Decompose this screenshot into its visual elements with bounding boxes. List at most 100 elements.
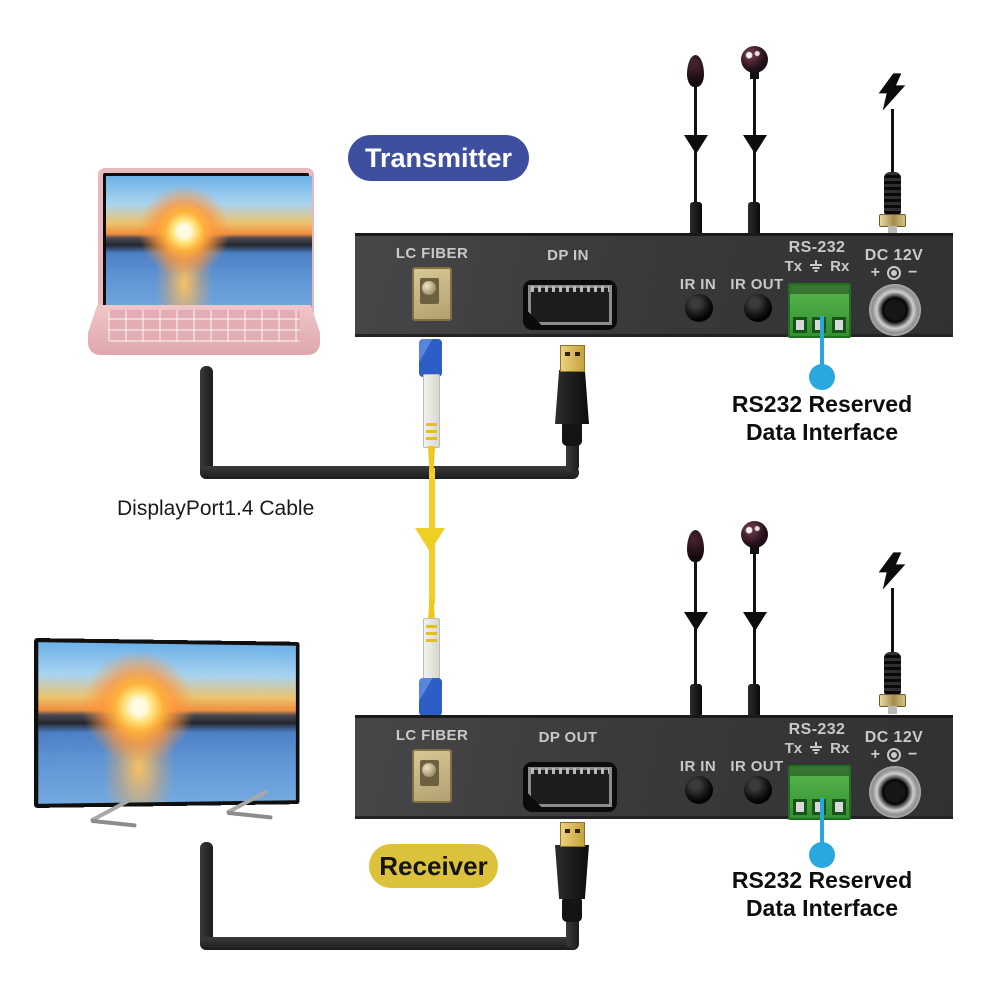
laptop-keyboard-deck bbox=[88, 305, 320, 355]
tx-label: Tx bbox=[784, 740, 803, 757]
lightning-icon bbox=[878, 552, 906, 590]
dc-plug-tip-bottom bbox=[888, 706, 897, 714]
ir-receiver-icon bbox=[741, 46, 768, 73]
ir-in-jack bbox=[685, 294, 713, 322]
dp-connector-tip-bottom bbox=[560, 822, 585, 847]
laptop-keyboard bbox=[108, 310, 300, 342]
rx-label: Rx bbox=[830, 740, 850, 757]
callout-line1: RS232 Reserved bbox=[731, 391, 913, 417]
ir-emitter-plug-top bbox=[690, 202, 702, 234]
dc-12v-label: DC 12V bbox=[864, 729, 924, 746]
ir-out-label: IR OUT bbox=[730, 276, 784, 293]
dc-12v-jack bbox=[869, 766, 921, 818]
dc-plug-tip-top bbox=[888, 226, 897, 234]
rx-label: Rx bbox=[830, 258, 850, 275]
callout-line bbox=[820, 316, 824, 372]
ir-in-label: IR IN bbox=[679, 758, 717, 775]
dp-in-port bbox=[523, 280, 617, 330]
lc-connector-latch-top bbox=[419, 339, 442, 377]
transmitter-panel: LC FIBER DP IN IR IN IR OUT RS-232 Tx Rx… bbox=[355, 233, 953, 338]
lc-connector-body-top bbox=[423, 374, 440, 448]
ir-receiver-neck-top bbox=[750, 72, 759, 79]
tv-screen-wallpaper bbox=[38, 642, 296, 804]
down-arrow-icon bbox=[684, 612, 708, 631]
dp-connector-body-top bbox=[555, 370, 589, 424]
rs232-callout-text: RS232 Reserved Data Interface bbox=[702, 866, 942, 922]
lc-fiber-label: LC FIBER bbox=[395, 245, 469, 262]
minus-label: − bbox=[908, 746, 918, 763]
dp-connector-body-bottom bbox=[555, 845, 589, 899]
lc-connector-body-bottom bbox=[423, 618, 440, 682]
dp-cable-horizontal-top bbox=[200, 466, 579, 479]
lc-fiber-label: LC FIBER bbox=[395, 727, 469, 744]
lc-connector-latch-bottom bbox=[419, 678, 442, 716]
ir-emitter-icon bbox=[687, 530, 704, 562]
dp-connector-tip-top bbox=[560, 345, 585, 372]
dp-out-label: DP OUT bbox=[538, 729, 598, 746]
callout-dot bbox=[809, 364, 835, 390]
ir-receiver-plug-bottom bbox=[748, 684, 760, 716]
rs232-pinout: Tx Rx bbox=[760, 740, 874, 757]
lc-fiber-port bbox=[412, 267, 452, 321]
plus-label: + bbox=[870, 746, 880, 763]
dc-12v-label: DC 12V bbox=[864, 247, 924, 264]
callout-line2: Data Interface bbox=[745, 895, 899, 922]
dc-polarity-marking: + − bbox=[849, 264, 939, 282]
rs232-label: RS-232 bbox=[788, 239, 846, 256]
dp-cable-vertical-left-top bbox=[200, 366, 213, 478]
receiver-panel: LC FIBER DP OUT IR IN IR OUT RS-232 Tx R… bbox=[355, 715, 953, 820]
dp-connector-neck-top bbox=[562, 420, 582, 446]
ir-in-label: IR IN bbox=[679, 276, 717, 293]
dp-cable-vertical-right-bottom bbox=[566, 916, 579, 948]
dp-out-port bbox=[523, 762, 617, 812]
tv bbox=[34, 638, 300, 836]
transmitter-badge: Transmitter bbox=[348, 135, 529, 181]
ir-out-jack bbox=[744, 776, 772, 804]
laptop bbox=[88, 168, 320, 360]
rs232-callout-text: RS232 Reserved Data Interface bbox=[702, 390, 942, 446]
rs232-label: RS-232 bbox=[788, 721, 846, 738]
ir-out-label: IR OUT bbox=[730, 758, 784, 775]
receiver-badge: Receiver bbox=[369, 844, 498, 888]
tx-label: Tx bbox=[784, 258, 803, 275]
laptop-screen-wallpaper bbox=[106, 176, 312, 314]
ir-out-jack bbox=[744, 294, 772, 322]
callout-dot bbox=[809, 842, 835, 868]
down-arrow-icon bbox=[743, 135, 767, 154]
dp-cable-vertical-right-top bbox=[566, 438, 579, 472]
rs232-terminal-block bbox=[788, 765, 851, 820]
dc-polarity-marking: + − bbox=[849, 746, 939, 764]
ir-emitter-icon bbox=[687, 55, 704, 87]
down-arrow-icon bbox=[415, 528, 445, 552]
down-arrow-icon bbox=[684, 135, 708, 154]
ir-in-jack bbox=[685, 776, 713, 804]
dp-cable-horizontal-bottom bbox=[200, 937, 579, 950]
dc-power-plug-bottom bbox=[884, 652, 901, 694]
ir-receiver-icon bbox=[741, 521, 768, 548]
ground-icon bbox=[810, 742, 823, 754]
lightning-icon bbox=[878, 73, 906, 111]
ir-emitter-plug-bottom bbox=[690, 684, 702, 716]
lc-connector-boot-top bbox=[427, 446, 436, 472]
lc-connector-boot-bottom bbox=[427, 598, 436, 622]
ground-icon bbox=[810, 260, 823, 272]
dc-polarity-icon bbox=[887, 748, 901, 762]
plus-label: + bbox=[870, 264, 880, 281]
callout-line bbox=[820, 798, 824, 850]
dp-in-label: DP IN bbox=[547, 247, 589, 264]
dc-12v-jack bbox=[869, 284, 921, 336]
dp-connector-neck-bottom bbox=[562, 896, 582, 922]
ir-receiver-neck-bottom bbox=[750, 547, 759, 554]
ir-receiver-plug-top bbox=[748, 202, 760, 234]
laptop-lid bbox=[98, 168, 314, 316]
dc-power-plug-top bbox=[884, 172, 901, 214]
callout-line2: Data Interface bbox=[745, 419, 899, 446]
dc-polarity-icon bbox=[887, 266, 901, 280]
dp-cable-label: DisplayPort1.4 Cable bbox=[117, 497, 315, 520]
callout-line1: RS232 Reserved bbox=[731, 867, 913, 893]
power-cable-bottom bbox=[891, 588, 894, 654]
tv-body bbox=[34, 638, 300, 808]
lc-fiber-port bbox=[412, 749, 452, 803]
dp-cable-vertical-left-bottom bbox=[200, 842, 213, 949]
